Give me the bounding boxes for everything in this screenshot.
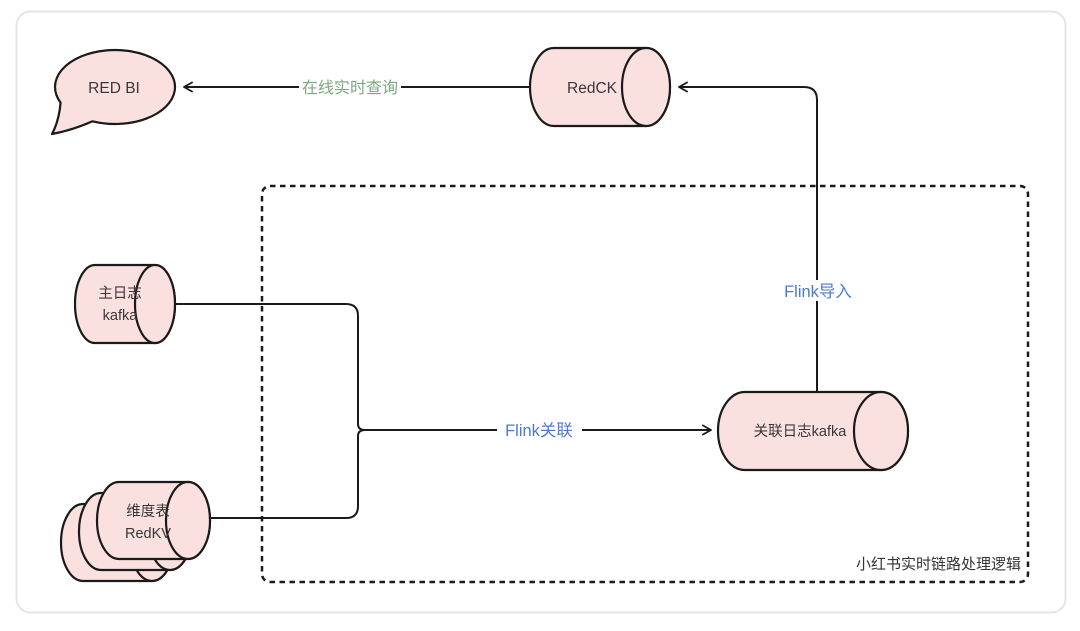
node-label-line2: RedKV <box>125 526 171 542</box>
canvas-border <box>15 10 1067 614</box>
edge-label-text: 在线实时查询 <box>302 79 398 97</box>
node-redck: RedCK <box>528 46 672 128</box>
node-label-line1: 维度表 <box>126 503 170 520</box>
cylinder-cap-front <box>164 480 212 561</box>
edge-dim-table-connector <box>210 429 366 519</box>
edge-label-flink-import: Flink导入 <box>777 280 860 301</box>
edge-label-flink-join: Flink关联 <box>497 419 582 440</box>
boundary-box <box>260 184 1030 584</box>
speech-bubble-shape <box>50 48 177 136</box>
node-dim-table-redkv: 维度表 RedKV <box>59 480 212 583</box>
cylinder-cap <box>133 263 177 345</box>
node-red-bi: RED BI <box>50 48 177 136</box>
edge-label-text: Flink关联 <box>505 421 573 440</box>
node-main-log-kafka: 主日志 kafka <box>73 263 177 345</box>
edge-main-log-connector <box>175 303 366 431</box>
edge-label-bg <box>777 280 860 301</box>
boundary-label: 小红书实时链路处理逻辑 <box>856 556 1021 573</box>
node-label: RedCK <box>567 80 618 97</box>
cylinder-cap <box>852 390 910 472</box>
edge-label-bg <box>299 77 401 97</box>
node-label-line1: 主日志 <box>98 285 142 302</box>
node-joined-log-kafka: 关联日志kafka <box>716 390 910 472</box>
cylinder-cap <box>620 46 672 128</box>
edge-label-bg <box>497 419 582 440</box>
edge-label-online-query: 在线实时查询 <box>299 77 401 97</box>
edge-label-text: Flink导入 <box>784 283 852 301</box>
node-label: RED BI <box>88 80 140 97</box>
node-label: 关联日志kafka <box>754 423 848 440</box>
node-label-line2: kafka <box>103 308 139 324</box>
edge-flink-import-arrow <box>678 81 818 392</box>
